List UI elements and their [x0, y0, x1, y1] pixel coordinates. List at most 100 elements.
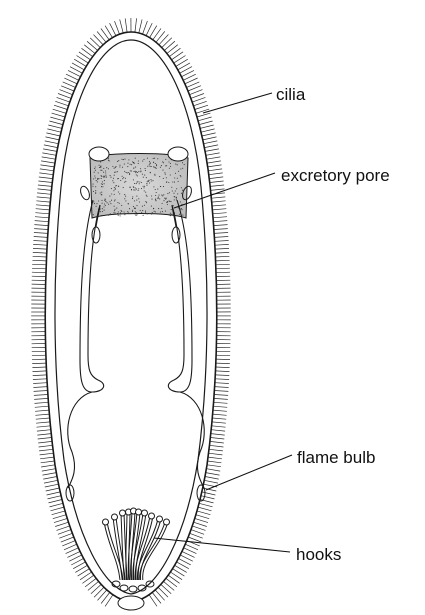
cilium [125, 18, 127, 32]
cilium [32, 264, 46, 265]
cilium [55, 522, 68, 526]
cilium [46, 137, 60, 140]
cilium [42, 157, 56, 159]
cilium [58, 94, 71, 99]
cilium [120, 19, 124, 33]
cilium [41, 161, 55, 163]
cilium [161, 584, 171, 593]
cilium [36, 422, 50, 423]
cilium [216, 272, 230, 273]
cilium [212, 209, 226, 210]
cilium [35, 406, 49, 407]
cilium [206, 469, 220, 471]
cilium [43, 473, 57, 476]
cilium [110, 23, 116, 36]
cilium [115, 21, 120, 34]
cilium [215, 256, 229, 257]
label-cilia: cilia [276, 85, 306, 104]
cilium [47, 492, 61, 495]
cilium [212, 426, 226, 427]
cilium [212, 201, 226, 202]
cilium [46, 133, 60, 136]
cilium [199, 503, 213, 507]
cilium [191, 530, 204, 535]
cilium [208, 457, 222, 459]
cilium [215, 241, 229, 242]
hooks-drawing [103, 508, 170, 592]
cilium [36, 209, 50, 210]
cilium [215, 383, 229, 384]
cilium [206, 473, 220, 476]
cilium [188, 86, 201, 91]
cilium [201, 129, 215, 132]
cilium [39, 445, 53, 447]
cilium [44, 145, 58, 148]
cilium [40, 457, 54, 459]
cilium [197, 511, 211, 515]
cilium [88, 581, 99, 590]
cilium [62, 541, 75, 546]
cilium [36, 201, 50, 202]
cilium [204, 480, 218, 483]
cilium [94, 587, 104, 597]
cilium [38, 438, 52, 440]
cilium [38, 189, 52, 191]
cilium [214, 398, 228, 399]
cilium [192, 97, 205, 102]
cilium [55, 101, 68, 106]
cilium [34, 398, 48, 399]
cilium [143, 21, 148, 34]
cilium [197, 113, 210, 117]
cilium [38, 441, 52, 443]
cilium [32, 359, 46, 360]
cilium [159, 35, 169, 45]
cilium [34, 233, 48, 234]
cilium [215, 375, 229, 376]
cilium [213, 410, 227, 411]
cilium [135, 18, 137, 32]
cilium [202, 492, 216, 495]
cilium [33, 379, 47, 380]
cilium [215, 244, 229, 245]
cilium [54, 518, 67, 522]
cilium [54, 105, 67, 109]
cilium [216, 355, 230, 356]
cilia-fringe [31, 18, 231, 606]
cilium [34, 229, 48, 230]
cilium [34, 395, 48, 396]
excretory-pore-leader-line [174, 173, 275, 208]
cilium [216, 367, 230, 368]
cilium [82, 575, 93, 583]
cilium [45, 484, 59, 487]
cilium [210, 185, 224, 186]
cilium [192, 526, 205, 531]
cilium [210, 445, 224, 447]
flame-bulb-drawing [66, 485, 205, 501]
cilium [32, 355, 46, 356]
cilium [210, 181, 224, 183]
cilium [205, 477, 219, 480]
cilium [94, 35, 104, 45]
cilium [203, 137, 217, 140]
label-hooks: hooks [296, 545, 341, 564]
cilium [214, 229, 228, 230]
cilium [216, 260, 230, 261]
cilium [33, 383, 47, 384]
cilium [191, 94, 204, 99]
cilium [84, 45, 95, 54]
cilium [57, 526, 70, 531]
cilium [32, 272, 46, 273]
cilium [35, 414, 49, 415]
cilium [215, 379, 229, 380]
cilium [35, 410, 49, 411]
cilium [207, 465, 221, 467]
cilium [42, 469, 56, 471]
cilium [195, 105, 208, 109]
cilium [36, 418, 50, 419]
cilium [59, 533, 72, 538]
cilium [208, 165, 222, 167]
cilium [35, 221, 49, 222]
cilium [187, 82, 200, 88]
cilium [87, 41, 98, 50]
